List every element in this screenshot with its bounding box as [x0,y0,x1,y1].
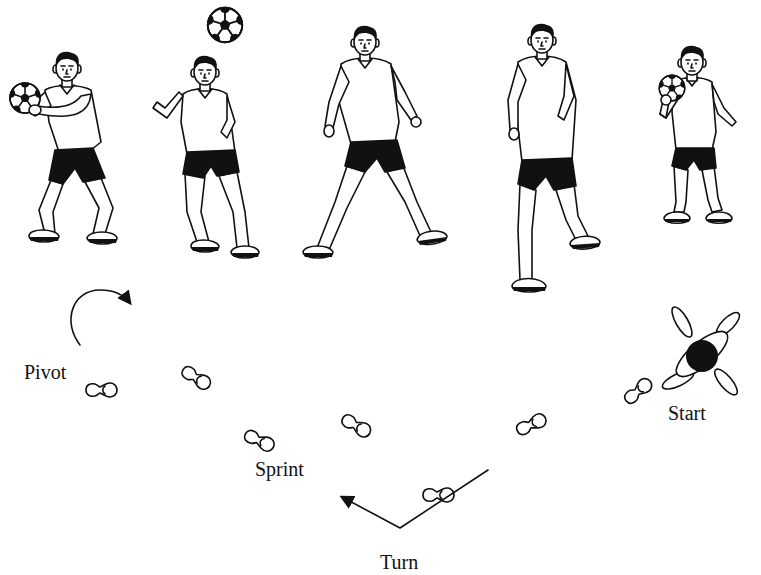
player-shorts [345,140,405,172]
top-view-foot [668,304,695,339]
player-figure [656,46,736,223]
footprint [339,412,373,439]
player-arm [508,64,526,130]
player-leg [85,178,113,234]
footprint [242,428,276,454]
player-figure [6,52,117,244]
player-arm [391,66,417,120]
player-leg [387,166,431,238]
start-player-top-view [660,304,743,398]
player-arm [37,94,91,116]
shoe-stripe [664,219,732,222]
player-arm [558,64,574,120]
figure-label: Turn [380,552,418,572]
figure-label: Start [668,403,706,423]
shoe-stripe [512,243,600,291]
player-leg [185,174,209,242]
top-view-shoulders [670,324,734,384]
top-view-head [686,340,718,372]
player-leg [219,172,249,248]
player-shorts [518,158,576,190]
shoe-stripe [303,237,447,257]
player-shorts [672,148,716,170]
turn-arrow [342,470,488,528]
player-leg [518,184,536,280]
figure-label: Sprint [255,459,304,479]
figure-label: Pivot [24,362,66,382]
player-arm [325,66,349,128]
pivot-arrow [71,290,130,345]
player-hand [661,95,671,105]
player-figure [508,24,600,292]
player-head [53,52,81,87]
player-shirt [339,58,399,144]
player-shirt [45,86,101,153]
player-leg [39,180,63,234]
player-shirt [516,56,576,162]
player-hand [411,117,421,127]
footprint [179,364,213,392]
top-view-arm [711,366,741,398]
footprint [514,412,548,438]
player-arm [660,96,670,118]
player-arm [153,92,183,118]
player-arm [712,84,736,126]
player-leg [317,166,365,250]
player-leg [674,166,688,212]
player-leg [702,166,722,212]
player-hand [324,125,334,137]
footprint [86,383,117,397]
player-leg [556,184,588,240]
soccer-ball [203,3,246,45]
player-head [191,56,219,91]
shoe-stripe [191,247,259,257]
shoe-stripe [29,237,117,243]
player-shorts [49,148,105,184]
player-shorts [183,150,239,178]
player-head [528,24,556,59]
player-shirt [181,89,235,154]
soccer-ball [6,79,44,115]
player-hand [29,105,41,115]
player-figure [303,26,447,258]
player-figure [153,3,259,258]
player-head [351,26,379,61]
player-head [678,46,706,81]
footprint [622,376,655,407]
player-hand [509,128,519,140]
player-arm [221,96,235,138]
